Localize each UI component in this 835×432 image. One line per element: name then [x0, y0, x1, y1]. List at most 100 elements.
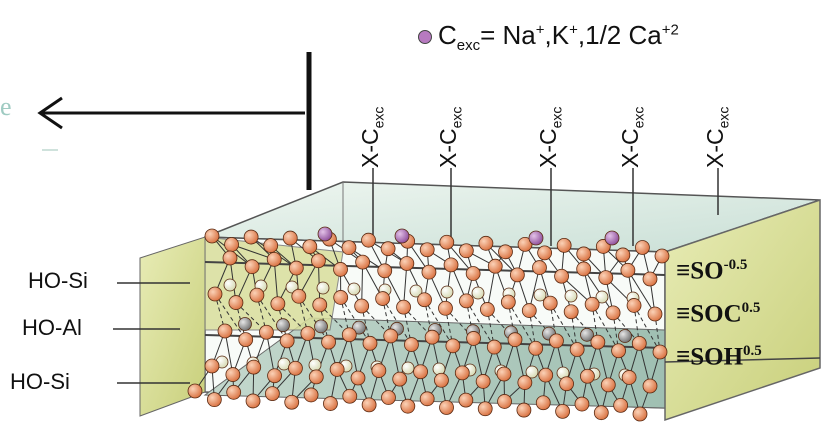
oxygen-atom [419, 242, 435, 258]
oxygen-atom [279, 333, 295, 349]
oxygen-atom [206, 392, 222, 408]
oxygen-atom [264, 386, 280, 402]
oxygen-atom [507, 332, 523, 348]
oxygen-atom [282, 230, 298, 246]
oxygen-atom [341, 240, 357, 256]
oxygen-atom [632, 406, 648, 422]
bond-line [466, 300, 495, 348]
surface-site-charge: -0.5 [723, 257, 748, 273]
exchange-site-label: X-Cexc [702, 107, 732, 168]
exchange-site-sub: exc [370, 106, 387, 129]
oxygen-atom [321, 334, 336, 350]
oxygen-atom [400, 398, 416, 414]
legend-subscript: exc [456, 37, 481, 55]
surface-site-base: ≡SO [676, 257, 724, 285]
bond-line [549, 302, 578, 350]
bond-line [214, 293, 247, 340]
surface-site-label: ≡SO-0.5 [676, 257, 747, 285]
surface-site-charge: 0.5 [741, 300, 761, 316]
left-end-face [139, 236, 206, 417]
exchange-cation-atom [604, 230, 620, 246]
exchange-leaders [372, 168, 719, 246]
oxygen-atom [380, 241, 396, 257]
oxygen-atom [569, 342, 585, 357]
oxygen-atom [556, 237, 572, 253]
silicon-atom [440, 285, 454, 299]
legend-eq: = Na [480, 20, 536, 50]
oxygen-atom [413, 364, 428, 380]
silicon-atom [347, 282, 361, 296]
oxygen-atom [291, 288, 307, 304]
oxygen-atom [439, 234, 455, 250]
oxygen-atom [333, 262, 348, 277]
oxygen-atom [496, 366, 512, 382]
legend-k: ,K [544, 20, 570, 50]
oxygen-atom [626, 298, 642, 313]
cation-legend-marker [418, 30, 432, 45]
bond-line [591, 304, 620, 352]
oxygen-atom [475, 374, 491, 389]
exchange-site-base: X-C [535, 128, 561, 168]
bond-line [627, 270, 656, 315]
oxygen-atom [204, 358, 220, 374]
oxygen-atom [635, 240, 650, 255]
surface-site-base: ≡SOC [676, 300, 742, 328]
oxygen-atom [259, 324, 274, 340]
exchange-site-base: X-C [357, 128, 383, 168]
legend-symbol: C [438, 20, 457, 50]
oxygen-atom [228, 295, 244, 310]
oxygen-atom [466, 331, 481, 346]
oxygen-atom [225, 367, 241, 382]
surface-site-charge: 0.5 [743, 343, 762, 359]
bond-line [340, 297, 371, 344]
oxygen-atom [487, 258, 503, 274]
oxygen-atom [631, 335, 647, 351]
exchange-site-sub: exc [548, 106, 565, 129]
oxygen-atom [392, 371, 408, 387]
oxygen-atom [266, 251, 282, 267]
oxygen-atom [267, 368, 282, 384]
oxygen-atom [329, 362, 345, 377]
oxygen-atom [342, 388, 358, 404]
oxygen-atom [574, 396, 590, 412]
oxygen-atom [554, 268, 569, 284]
aluminum-atom [580, 327, 594, 342]
oxygen-atom [647, 306, 663, 322]
surface-site-base: ≡SOH [676, 343, 744, 371]
oxygen-atom [187, 383, 203, 399]
oxygen-atom [642, 378, 658, 394]
exchange-site-base: X-C [435, 128, 461, 168]
bond-line [273, 259, 279, 304]
oxygen-atom [244, 259, 260, 275]
aluminum-atom [314, 319, 328, 334]
oxygen-atom [576, 246, 592, 262]
oxygen-atom [245, 393, 261, 409]
aluminum-atom [276, 318, 290, 333]
legend-ca: ,1/2 Ca [577, 20, 662, 50]
oxygen-atom [355, 254, 371, 270]
oxygen-atom [528, 340, 544, 356]
atoms [187, 226, 670, 422]
oxygen-atom [270, 296, 286, 312]
oxygen-atom [288, 360, 303, 376]
exchange-site-sub: exc [630, 106, 647, 129]
exchange-cation-atom [317, 226, 333, 242]
oxygen-atom [611, 343, 626, 359]
exchange-site-label: X-Cexc [435, 107, 465, 168]
exchange-site-sub: exc [715, 106, 732, 129]
bond-line [633, 305, 661, 353]
surface-site-label: ≡SOH0.5 [676, 343, 762, 371]
oxygen-atom [542, 295, 558, 311]
layer-label-si-bottom: HO-Si [10, 369, 70, 394]
oxygen-atom [537, 245, 553, 261]
exchange-site-label: X-Cexc [357, 107, 387, 168]
oxygen-atom [404, 337, 419, 352]
oxygen-atom [371, 363, 387, 378]
oxygen-atom [521, 303, 537, 318]
oxygen-atom [621, 370, 637, 385]
oxygen-atom [600, 377, 616, 393]
oxygen-atom [498, 244, 513, 260]
exchange-site-label: X-Cexc [535, 107, 565, 168]
silicon-atom [533, 288, 547, 302]
aluminum-atom [238, 317, 252, 331]
